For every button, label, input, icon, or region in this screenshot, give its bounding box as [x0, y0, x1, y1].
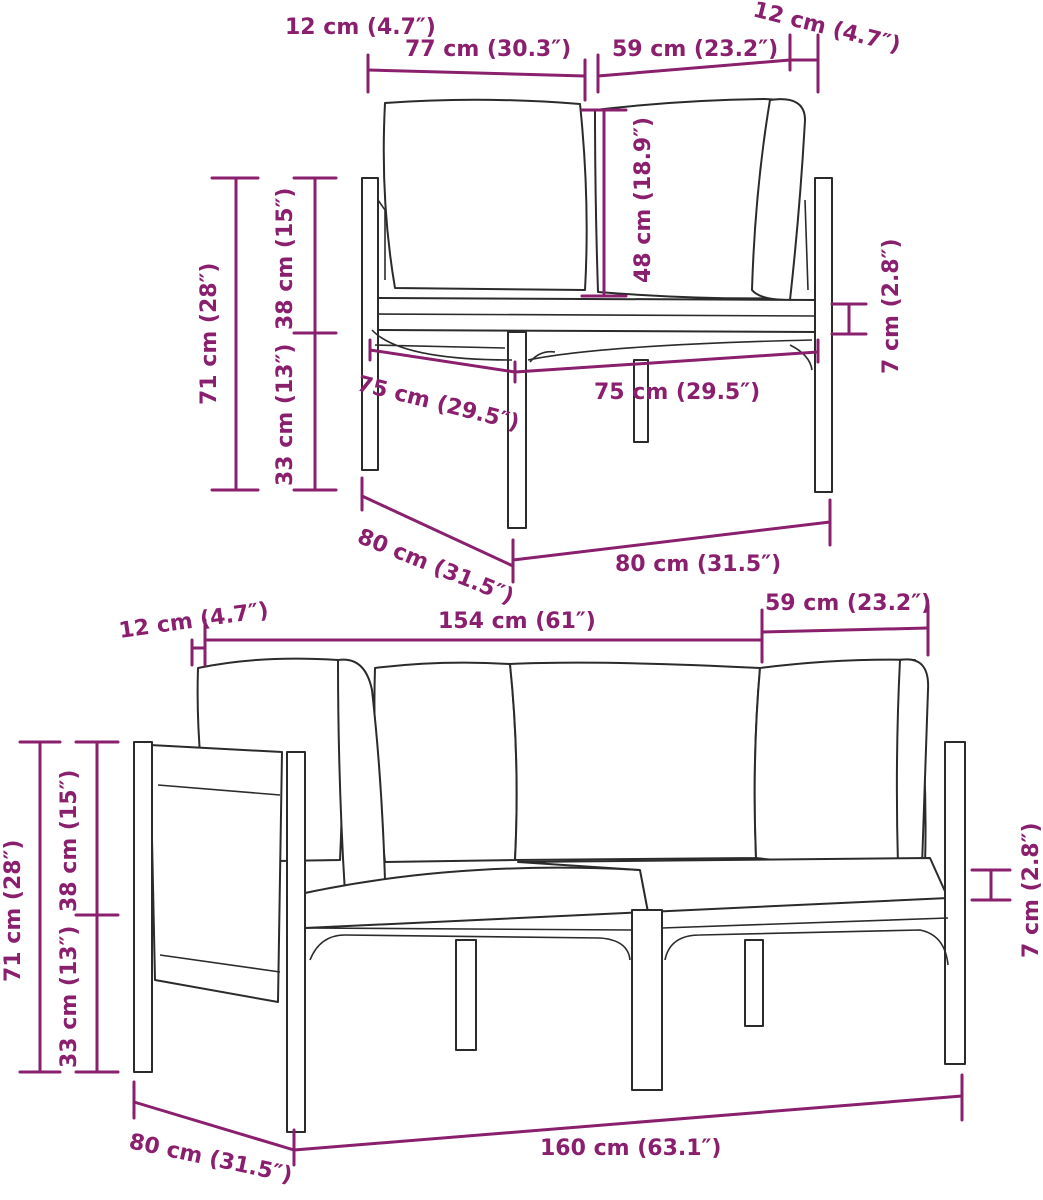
bottom-overall-depth-label: 80 cm (31.5″): [127, 1129, 295, 1188]
top-overall-depth-label: 80 cm (31.5″): [354, 524, 517, 609]
left-back-cushion: [382, 98, 588, 291]
top-back-height-label: 38 cm (15″): [273, 188, 298, 330]
bottom-armrest-width-label: 12 cm (4.7″): [117, 598, 270, 644]
back-cushion-2: [373, 661, 518, 863]
back-leg-left: [455, 939, 477, 1051]
front-corner-leg: [507, 331, 527, 529]
front-middle-post-left: [286, 751, 306, 1133]
back-leg: [633, 359, 649, 443]
bottom-overall-width-label: 160 cm (63.1″): [540, 1136, 721, 1161]
top-back-cushion-height-label: 48 cm (18.9″): [631, 117, 656, 283]
top-seat-width-label: 77 cm (30.3″): [405, 37, 571, 62]
seat-cushion-right: [517, 857, 949, 913]
bottom-dimension-lines: [18, 603, 1012, 1167]
top-cushion-thickness-label: 7 cm (2.8″): [879, 238, 904, 374]
armrest-panel: [149, 744, 283, 1003]
corner-chair-drawing: [361, 98, 833, 529]
bottom-cushion-thickness-label: 7 cm (2.8″): [1019, 822, 1043, 958]
bottom-total-height-label: 71 cm (28″): [1, 840, 26, 982]
top-dimension-lines: [210, 33, 868, 584]
side-cushion-right: [895, 658, 930, 867]
bottom-back-height-label: 38 cm (15″): [57, 770, 82, 912]
center-leg: [631, 909, 663, 1091]
top-overall-width-label: 80 cm (31.5″): [615, 552, 781, 577]
top-seat-height-label: 33 cm (13″): [273, 344, 298, 486]
back-leg-right: [744, 939, 764, 1027]
back-cushion-3: [509, 661, 761, 861]
top-seat-depth-left-label: 75 cm (29.5″): [355, 372, 522, 436]
top-total-height-label: 71 cm (28″): [197, 263, 222, 405]
left-front-post: [361, 177, 379, 471]
bottom-seat-width-label: 154 cm (61″): [438, 609, 596, 634]
right-back-post: [944, 741, 966, 1065]
top-seat-depth-right-label: 75 cm (29.5″): [594, 380, 760, 405]
top-armrest-width-label: 12 cm (4.7″): [285, 15, 436, 40]
sofa-drawing: [133, 657, 966, 1133]
bottom-back-cushion-width-label: 59 cm (23.2″): [765, 591, 931, 616]
top-back-cushion-width-label: 59 cm (23.2″): [612, 37, 778, 62]
seat-frame-rail: [371, 329, 813, 361]
bottom-seat-height-label: 33 cm (13″): [57, 926, 82, 1068]
seat-rail: [304, 917, 949, 966]
right-back-post: [814, 177, 833, 493]
front-left-post: [133, 741, 153, 1073]
